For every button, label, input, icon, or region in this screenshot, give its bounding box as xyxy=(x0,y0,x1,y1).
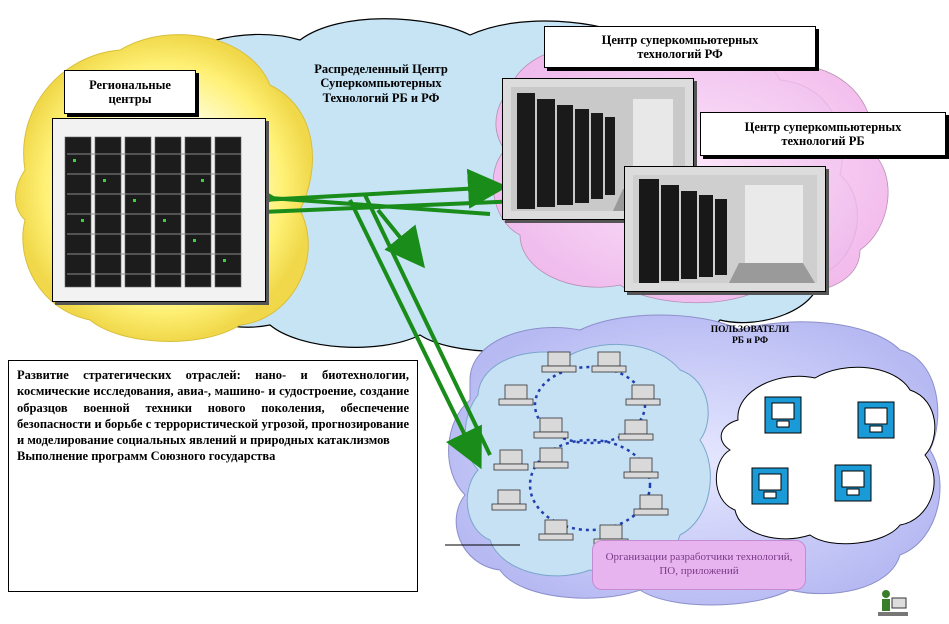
rf-center-label: Центр суперкомпьютерных технологий РФ xyxy=(544,26,816,68)
users-label: ПОЛЬЗОВАТЕЛИ РБ и РФ xyxy=(710,325,790,346)
workstation-nodes xyxy=(491,351,669,546)
person-at-computer-icon xyxy=(878,590,908,616)
development-description: Развитие стратегических отраслей: нано- … xyxy=(8,360,418,592)
link-arrows xyxy=(236,168,591,470)
users-inner-cloud xyxy=(715,366,936,545)
rb-center-label: Центр суперкомпьютерных технологий РБ xyxy=(700,112,946,156)
distributed-center-title: Распределенный Центр Суперкомпьютерных Т… xyxy=(314,62,448,105)
server-rack-icon xyxy=(53,119,265,301)
server-room-icon xyxy=(625,167,825,291)
software-organizations-note: Организации разработчики технологий, ПО,… xyxy=(592,540,806,590)
development-text: Развитие стратегических отраслей: нано- … xyxy=(17,368,409,447)
union-state-programs: Выполнение программ Союзного государства xyxy=(17,449,276,464)
rb-center-photo xyxy=(624,166,826,292)
server-room-icon xyxy=(503,79,693,219)
regional-centers-label: Региональные центры xyxy=(64,70,196,114)
regional-server-photo xyxy=(52,118,266,302)
